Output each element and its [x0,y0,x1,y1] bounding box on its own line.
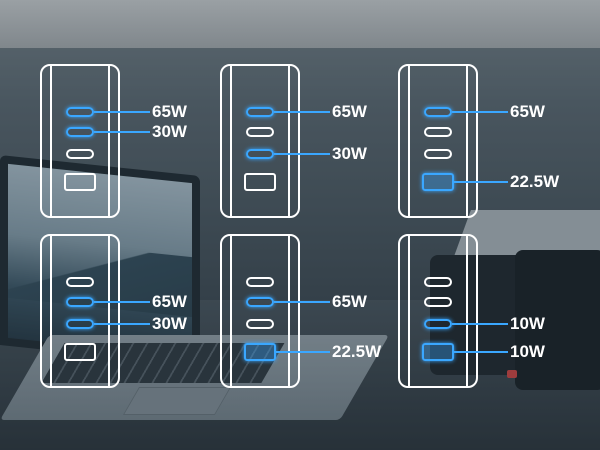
charger-outline [398,64,478,218]
charger-edge-line [108,64,110,218]
charger-edge-line [50,64,52,218]
power-leader-line [94,111,150,113]
usb-c-port-icon [66,319,94,329]
power-leader-line [452,323,508,325]
charger-edge-line [230,234,232,388]
charger-outline [40,64,120,218]
usb-c-port-icon [246,107,274,117]
wattage-label: 65W [152,102,187,121]
charger-diagram: 65W 22.5W [398,64,559,218]
usb-c-port-icon [424,277,452,287]
charger-edge-line [408,64,410,218]
usb-c-port-icon [424,149,452,159]
power-leader-line [276,351,330,353]
usb-a-port-icon [244,343,276,361]
charger-edge-line [466,64,468,218]
usb-a-port-icon [244,173,276,191]
power-leader-line [274,111,330,113]
indicator-light [507,370,517,378]
power-leader-line [94,323,150,325]
usb-c-port-icon [424,107,452,117]
usb-c-port-icon [246,297,274,307]
charger-diagram: 65W 30W [220,64,367,218]
tint-overlay [0,48,600,450]
wattage-label: 22.5W [332,342,382,361]
black-charger-photo-2 [515,250,600,390]
wattage-label: 65W [332,102,367,121]
wattage-label: 10W [510,314,545,333]
wattage-label: 30W [152,314,187,333]
usb-a-port-icon [422,173,454,191]
wattage-label: 10W [510,342,545,361]
charger-outline [220,234,300,388]
usb-c-port-icon [66,297,94,307]
wattage-label: 22.5W [510,172,560,191]
usb-c-port-icon [246,319,274,329]
usb-c-port-icon [424,297,452,307]
wattage-label: 30W [152,122,187,141]
power-leader-line [452,111,508,113]
wattage-label: 65W [332,292,367,311]
usb-a-port-icon [64,173,96,191]
charger-diagram: 65W 22.5W [220,234,381,388]
power-leader-line [274,153,330,155]
power-leader-line [454,181,508,183]
power-leader-line [454,351,508,353]
charger-edge-line [230,64,232,218]
wattage-label: 65W [152,292,187,311]
charger-outline [220,64,300,218]
charger-outline [40,234,120,388]
wattage-label: 65W [510,102,545,121]
power-leader-line [274,301,330,303]
power-leader-line [94,301,150,303]
usb-c-port-icon [66,277,94,287]
charger-outline [398,234,478,388]
usb-c-port-icon [246,149,274,159]
charger-edge-line [50,234,52,388]
usb-c-port-icon [424,127,452,137]
usb-a-port-icon [422,343,454,361]
charger-edge-line [288,234,290,388]
power-leader-line [94,131,150,133]
usb-c-port-icon [424,319,452,329]
usb-c-port-icon [246,277,274,287]
charger-edge-line [288,64,290,218]
charger-edge-line [466,234,468,388]
usb-a-port-icon [64,343,96,361]
wattage-label: 30W [332,144,367,163]
usb-c-port-icon [66,149,94,159]
usb-c-port-icon [66,107,94,117]
top-band [0,0,600,48]
black-charger-photo [430,255,530,375]
charger-edge-line [108,234,110,388]
usb-c-port-icon [246,127,274,137]
usb-c-port-icon [66,127,94,137]
charger-edge-line [408,234,410,388]
